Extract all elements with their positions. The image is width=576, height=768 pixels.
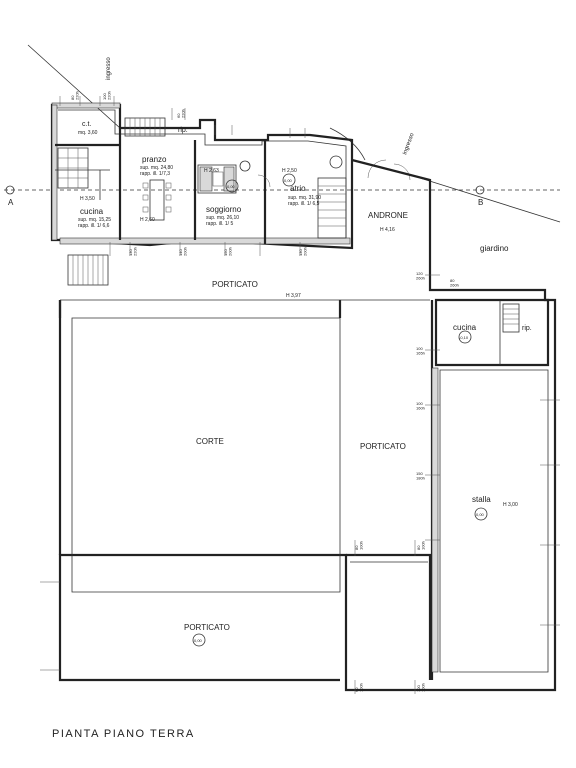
right-dimension-ticks [425,274,560,626]
room-androne-name: ANDRONE [368,211,408,220]
house-inner-wall [58,109,347,243]
level-marker-stalla [474,507,488,521]
porticato-columns [58,300,342,318]
level-cucina2: -0,10 [459,335,469,340]
dimension-ticks [59,96,306,138]
room-corte-name: CORTE [196,437,224,446]
room-rip-top-name: rip. [178,127,188,134]
sofa-set [197,160,251,194]
room-cucina-height: H 3,50 [80,196,95,202]
bathroom-tiles [57,147,89,189]
opening-top3: 60220h [176,109,185,118]
entrance-label-top: ingresso [106,57,112,80]
level-porticato-bottom: 0,00 [194,638,203,643]
level-marker-atrio [282,173,296,187]
opening-bottom3: 60100h [354,683,363,692]
corte-boundary [71,317,341,593]
stalla-wall-hatch [431,367,439,673]
room-pranzo-ratio: rapp. ill. 1/7,3 [140,171,170,177]
section-mark-b [475,185,485,195]
stair-cucina2 [502,303,520,333]
room-porticato-bottom-name: PORTICATO [184,623,230,632]
room-cucina-ratio: rapp. ill. 1/ 6,6 [78,223,110,229]
room-atrio-name: atrio [290,184,306,193]
property-line-curve [329,127,366,161]
room-soggiorno-name: soggiorno [206,205,242,214]
opening-bottom2: 80100h [416,541,425,550]
level-atrio: 0,00 [284,178,293,183]
room-soggiorno-ratio: rapp. ill. 1/ 5 [206,221,233,227]
level-marker-cucina2 [458,330,472,344]
opening-bottom6: 140200h [178,247,187,256]
level-marker-soggiorno [225,179,239,193]
dining-table [142,179,172,221]
bottom-dimension-ticks [40,242,416,694]
room-ct-area: mq. 3,60 [78,130,98,136]
room-cucina-name: cucina [80,207,104,216]
room-atrio-height: H 2,50 [282,168,297,174]
room-rip2-name: rip. [522,325,532,332]
room-pranzo-height: H 2,60 [140,217,155,223]
porticato-lower-box [346,553,432,680]
room-porticato-top-height: H 3,97 [286,293,301,299]
drawing-title: PIANTA PIANO TERRA [52,728,195,740]
stair-top [124,117,166,137]
room-pranzo-name: pranzo [142,155,167,164]
room-giardino-name: giardino [480,244,509,253]
room-atrio-ratio: rapp. ill. 1/ 6,5 [288,201,320,207]
entrance-label-androne: ingresso [402,132,416,156]
door-swing [257,174,271,188]
level-stalla: 0,00 [476,512,485,517]
door-swing [393,163,411,181]
barn-outer-wall [58,158,557,692]
room-cucina-area: sup. mq. 15,25 [78,217,111,223]
room-stalla-name: stalla [472,495,491,504]
stair-exterior [67,254,109,286]
room-porticato-mid-name: PORTICATO [360,442,406,451]
opening-bottom1: 80100h [354,541,363,550]
room-ct-name: c.t. [82,121,91,128]
wall-hatch-bottom [59,237,351,245]
section-mark-a [5,185,15,195]
opening-bottom8: 130200h [298,247,307,256]
stalla-inner [439,369,549,673]
room-porticato-top-name: PORTICATO [212,280,258,289]
room-atrio-area: sup. mq. 31,90 [288,195,321,201]
property-line-east [419,177,561,223]
room-soggiorno-height: H 2,63 [204,168,219,174]
opening-top2: 100220h [102,91,111,100]
stair-atrio [317,155,347,239]
room-cucina2-name: cucina [453,323,477,332]
opening-bottom5: 130220h [128,247,137,256]
opening-bottom7: 150200h [223,247,232,256]
section-label-b: B [478,198,483,207]
opening-top1: 80220h [70,91,79,100]
room-soggiorno-area: sup. mq. 26,10 [206,215,239,221]
section-label-a: A [8,198,14,207]
opening-bottom4: 100100h [416,683,425,692]
property-line [27,44,121,129]
wall-hatch-left [51,104,58,241]
level-soggiorno: 0,00 [227,184,236,189]
room-stalla-height: H 3,00 [503,502,518,508]
wall-hatch-top [51,102,121,109]
room-androne-height: H 4,16 [380,227,395,233]
level-marker-porticato-bottom [192,633,206,647]
room-pranzo-area: sup. mq. 24,80 [140,165,173,171]
cucina2-wall [434,298,550,367]
